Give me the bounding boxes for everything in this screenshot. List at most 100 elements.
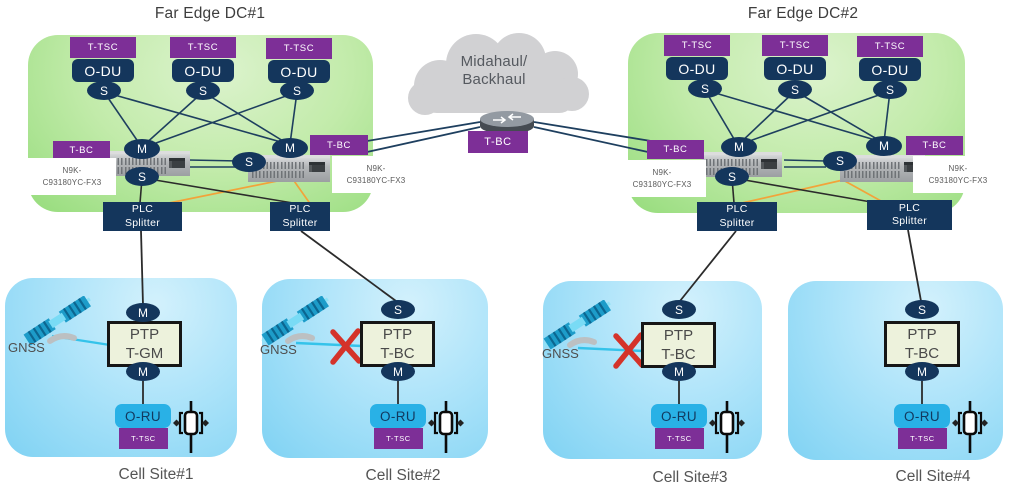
cloud-label: Midahaul/ Backhaul — [407, 53, 581, 89]
dc1-t-tsc-2: T-TSC — [170, 37, 236, 58]
dc1-o-du-2: O-DU — [172, 59, 234, 82]
model-line1: N9K- — [366, 163, 386, 173]
model-line1: N9K- — [652, 167, 672, 177]
midhaul-router-links — [366, 121, 652, 153]
plc-line1: PLC — [131, 203, 154, 216]
dc1-odu1-s-port: S — [87, 81, 121, 100]
dc1-o-du-3: O-DU — [268, 60, 330, 83]
site4-label: Cell Site#4 — [895, 468, 971, 485]
dc2-switch2-s-port: S — [823, 151, 857, 171]
gnss-satellite-icon — [543, 300, 612, 350]
dc1-sync-links — [103, 91, 298, 168]
gnss-label: GNSS — [8, 340, 45, 355]
dc1-title: Far Edge DC#1 — [154, 5, 266, 22]
gnss-label: GNSS — [260, 342, 297, 357]
ptp-line2: T-BC — [904, 345, 940, 362]
gnss-failure-x-icon — [613, 332, 645, 369]
switch-ports — [844, 162, 901, 169]
plc-line2: Splitter — [891, 215, 928, 227]
dc2-title: Far Edge DC#2 — [747, 5, 859, 22]
antenna-icon — [428, 401, 464, 453]
dc2-switch1-model-label: N9K- C93180YC-FX3 — [618, 160, 706, 197]
site2-t-tsc-badge: T-TSC — [374, 428, 423, 449]
model-line2: C93180YC-FX3 — [632, 179, 692, 189]
site4-t-tsc-badge: T-TSC — [898, 428, 947, 449]
site3-bottom-m-port: M — [662, 362, 696, 381]
switch-uplink-ports — [761, 159, 777, 169]
fronthaul-drop-links — [140, 229, 923, 405]
midhaul-backhaul-cloud — [408, 33, 589, 115]
ptp-line1: PTP — [907, 325, 937, 343]
cloud-label-line2: Backhaul — [462, 71, 526, 88]
site4-o-ru-box: O-RU — [894, 404, 950, 428]
site3-t-tsc-badge: T-TSC — [655, 428, 704, 449]
dc1-plc-splitter-2: PLC Splitter — [270, 202, 330, 231]
antenna-icon — [173, 401, 209, 453]
model-line1: N9K- — [62, 165, 82, 175]
plc-line1: PLC — [726, 203, 748, 216]
router-icon — [480, 111, 534, 134]
dc2-t-tsc-2: T-TSC — [762, 35, 828, 56]
dc2-odu3-s-port: S — [873, 80, 907, 99]
gnss-failure-x-icon — [330, 328, 362, 365]
site2-bottom-m-port: M — [381, 362, 415, 381]
plc-line1: PLC — [898, 201, 921, 214]
site4-ptp-t-bc-box: PTP T-BC — [884, 321, 960, 367]
dc2-switch2-model-label: N9K- C93180YC-FX3 — [913, 156, 1003, 193]
dc1-switch1-model-label: N9K- C93180YC-FX3 — [28, 158, 116, 195]
dc1-switch1-s-port: S — [125, 167, 159, 186]
dc1-switch1-t-bc-badge: T-BC — [53, 141, 110, 160]
dc1-t-tsc-3: T-TSC — [266, 38, 332, 59]
ptp-line1: PTP — [129, 325, 160, 343]
dc2-o-du-3: O-DU — [859, 58, 921, 81]
switch-ports — [252, 171, 306, 178]
site1-label: Cell Site#1 — [118, 466, 194, 483]
site2-o-ru-box: O-RU — [370, 404, 426, 428]
dc2-plc-splitter-1: PLC Splitter — [697, 202, 777, 231]
dc1-t-tsc-1: T-TSC — [70, 37, 136, 58]
dc2-switch1-s-port: S — [715, 167, 749, 186]
site3-label: Cell Site#3 — [652, 469, 728, 486]
plc-line2: Splitter — [719, 216, 755, 229]
dc1-switch2-model-label: N9K- C93180YC-FX3 — [332, 156, 420, 193]
site2-label: Cell Site#2 — [365, 467, 441, 484]
dc2-odu1-s-port: S — [688, 79, 722, 98]
switch-ports — [706, 159, 758, 166]
dc1-switch1-m-port: M — [124, 139, 160, 159]
site4-top-s-port: S — [905, 300, 939, 319]
ptp-line2: T-GM — [125, 345, 164, 362]
dc2-o-du-2: O-DU — [764, 57, 826, 80]
site4-bottom-m-port: M — [905, 362, 939, 381]
site3-top-s-port: S — [662, 300, 696, 319]
midhaul-t-bc-badge: T-BC — [468, 131, 528, 153]
dc1-odu3-s-port: S — [280, 81, 314, 100]
antenna-icon — [709, 401, 745, 453]
site1-ptp-t-gm-box: PTP T-GM — [107, 321, 182, 367]
model-line2: C93180YC-FX3 — [928, 175, 988, 185]
gnss-satellite-icon — [261, 296, 330, 346]
dc1-odu2-s-port: S — [186, 81, 220, 100]
site1-t-tsc-badge: T-TSC — [119, 428, 168, 449]
switch-ports — [252, 162, 306, 169]
switch-ports — [844, 171, 901, 178]
ptp-line2: T-BC — [661, 346, 696, 363]
switch-ports — [114, 158, 166, 165]
site2-top-s-port: S — [381, 300, 415, 319]
plc-line2: Splitter — [124, 216, 161, 229]
dc2-odu2-s-port: S — [778, 80, 812, 99]
dc1-switch2-m-port: M — [272, 138, 308, 158]
model-line2: C93180YC-FX3 — [42, 177, 102, 187]
cloud-label-line1: Midahaul/ — [460, 53, 528, 70]
gnss-satellite-icon — [23, 296, 92, 346]
dc1-plc-splitter-1: PLC Splitter — [103, 202, 182, 231]
dc2-switch1-t-bc-badge: T-BC — [647, 140, 704, 159]
dc2-switch2-m-port: M — [866, 136, 902, 156]
ptp-line2: T-BC — [380, 345, 415, 362]
model-line1: N9K- — [948, 163, 968, 173]
dc2-t-tsc-1: T-TSC — [664, 35, 730, 56]
site3-ptp-t-bc-box: PTP T-BC — [641, 322, 716, 368]
dc2-sync-links — [704, 89, 891, 168]
gnss-label: GNSS — [542, 346, 579, 361]
